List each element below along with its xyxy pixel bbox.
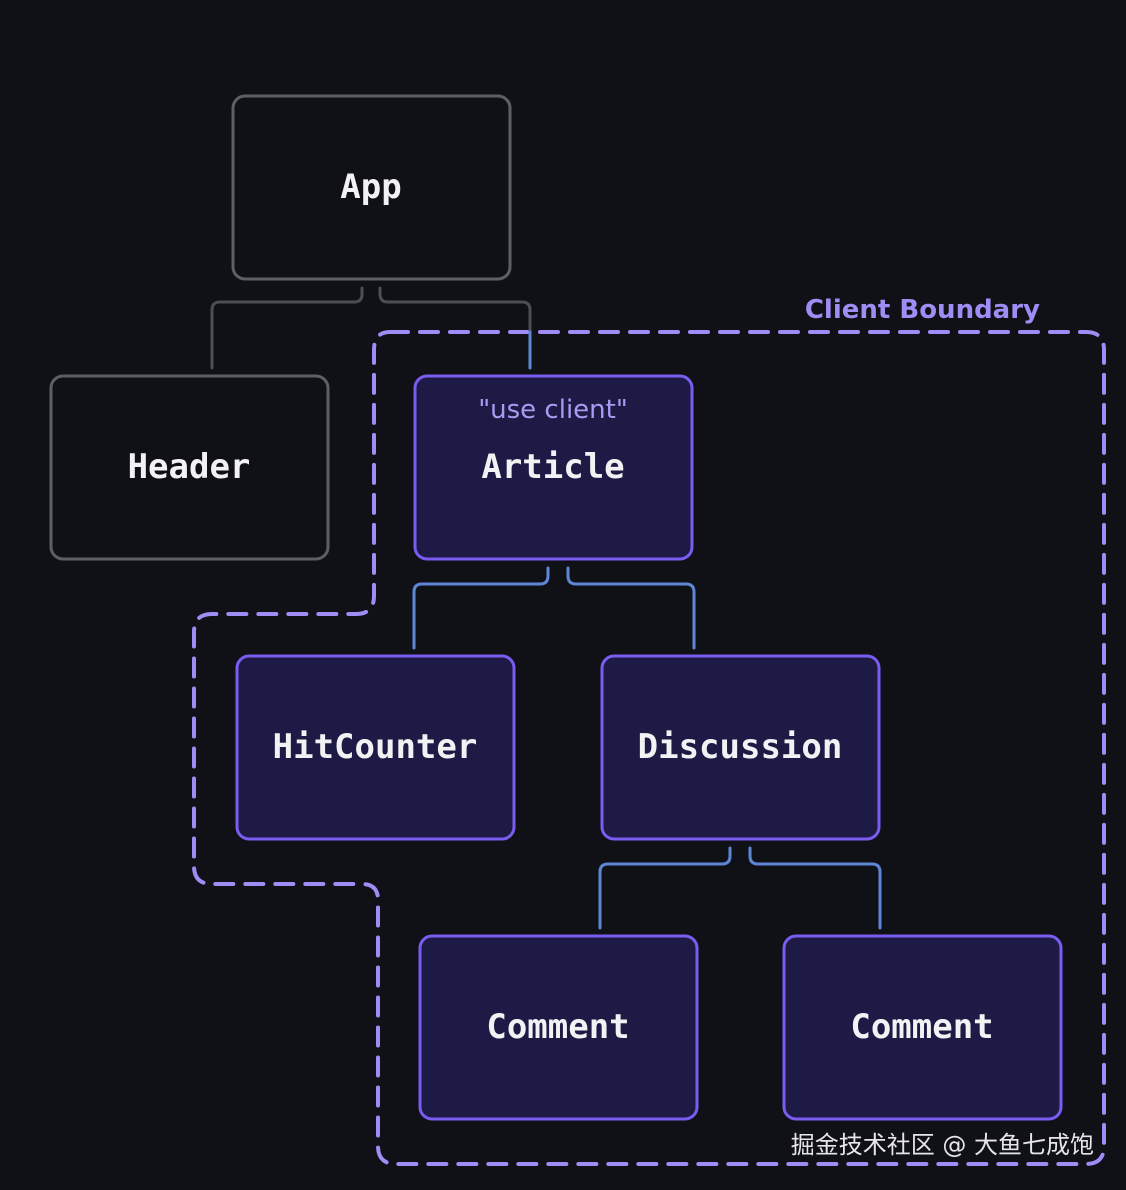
edge-article-children: [412, 566, 696, 650]
node-header: Header: [49, 374, 330, 561]
use-client-directive: "use client": [478, 395, 628, 425]
node-hitcounter: HitCounter: [235, 654, 516, 841]
node-comment-left-label: Comment: [486, 1007, 629, 1047]
node-comment-right: Comment: [782, 934, 1063, 1121]
node-article-label: Article: [481, 447, 624, 487]
client-boundary-label: Client Boundary: [805, 295, 1040, 325]
node-app-label: App: [340, 167, 401, 207]
node-app: App: [231, 94, 512, 281]
node-header-label: Header: [128, 447, 251, 487]
node-comment-right-label: Comment: [850, 1007, 993, 1047]
node-comment-left: Comment: [418, 934, 699, 1121]
watermark-text: 掘金技术社区 @ 大鱼七成饱: [791, 1131, 1094, 1159]
edge-app-children: [210, 286, 532, 370]
node-discussion: Discussion: [600, 654, 881, 841]
node-hitcounter-label: HitCounter: [273, 727, 478, 767]
node-article: "use client" Article: [413, 374, 694, 561]
node-discussion-label: Discussion: [638, 727, 843, 767]
edge-discussion-children: [598, 846, 882, 930]
